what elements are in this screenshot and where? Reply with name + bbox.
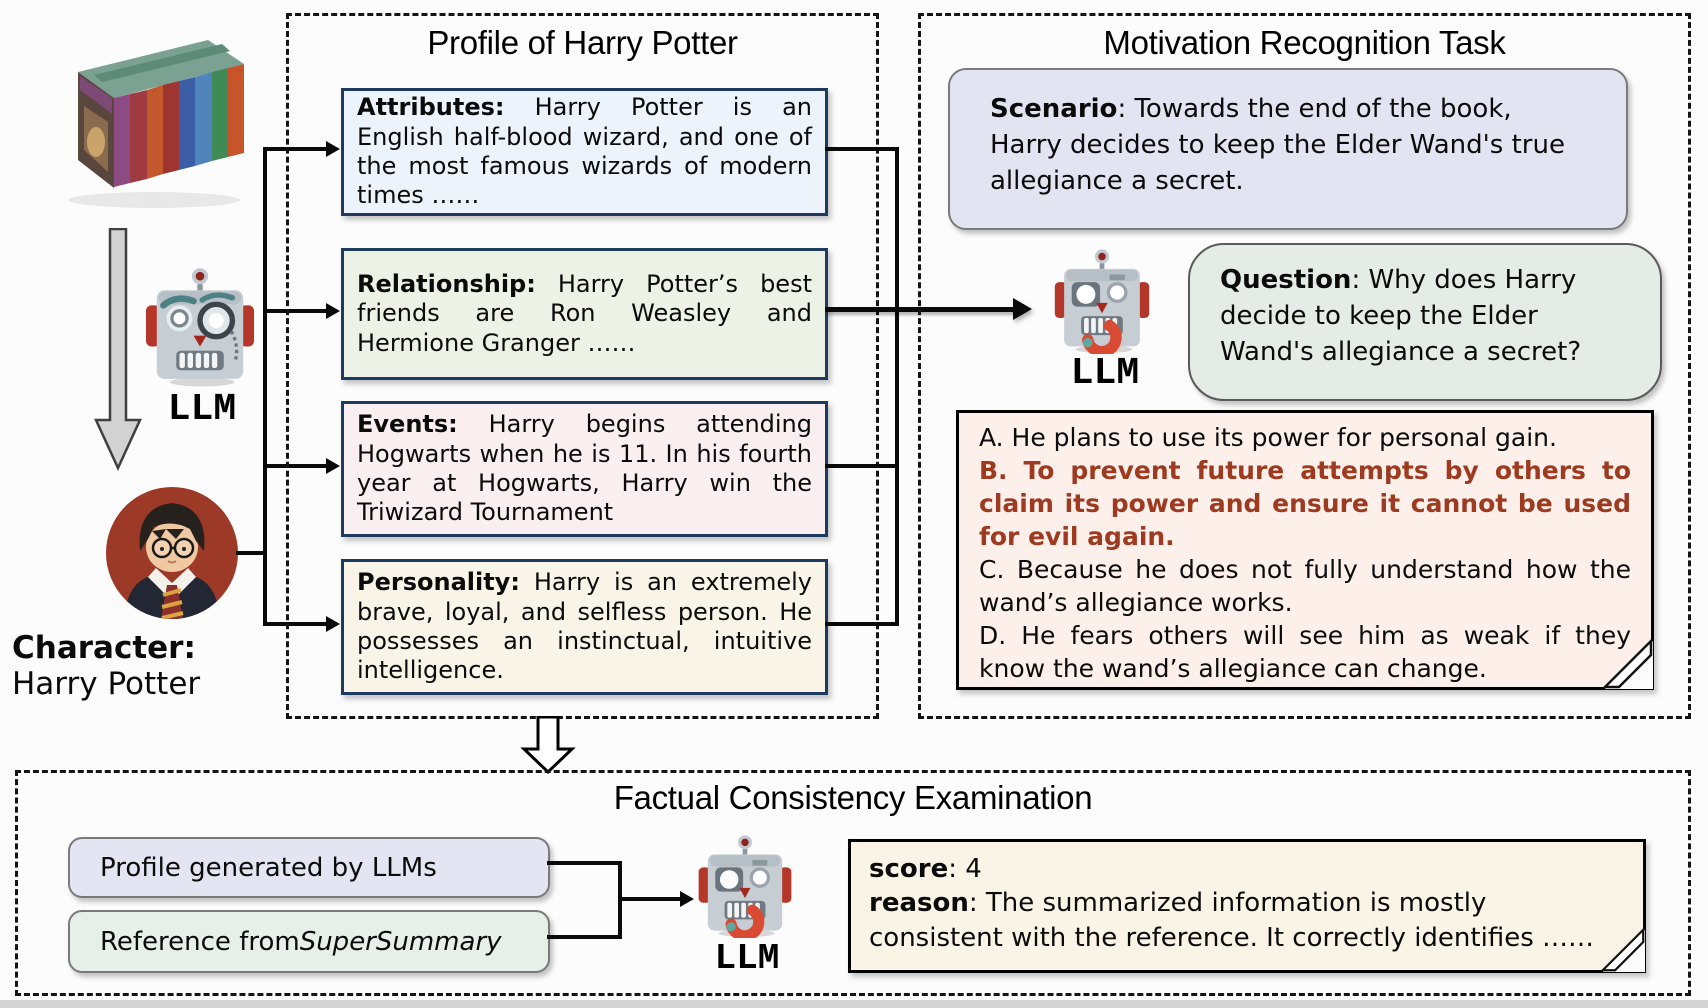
option-d: D. He fears others will see him as weak … (979, 621, 1631, 683)
connector-attributes-out (825, 147, 899, 151)
reason-label: reason (869, 888, 969, 919)
profile-panel: Profile of Harry Potter Attributes: Harr… (286, 13, 879, 719)
question-bubble: Question: Why does Harry decide to keep … (1188, 243, 1662, 401)
input-box-profile-text: Profile generated by LLMs (100, 852, 437, 883)
down-arrow-books-to-character (88, 227, 148, 472)
book-box-set-image (50, 20, 260, 220)
character-caption: Character: Harry Potter (12, 630, 200, 703)
connector-reference-input (547, 935, 622, 939)
connector-profile-input (547, 861, 622, 865)
arrowhead-relationship (326, 303, 340, 319)
reason-line: reason: The summarized information is mo… (869, 886, 1625, 955)
personality-text: Harry is an extremely brave, loyal, and … (357, 568, 812, 685)
attributes-text: Harry Potter is an English half-blood wi… (357, 93, 812, 210)
arrowhead-attributes (326, 141, 340, 157)
personality-label: Personality: (357, 568, 520, 597)
reason-text: : The summarized information is mostly c… (869, 888, 1595, 953)
answer-options-box: A. He plans to use its power for persona… (956, 410, 1654, 690)
score-line: score: 4 (869, 852, 1625, 886)
reference-source-name: SuperSummary (299, 926, 502, 957)
input-box-profile: Profile generated by LLMs (68, 837, 550, 898)
arrowhead-profile-to-llm (1013, 298, 1032, 320)
factual-panel: Factual Consistency Examination Profile … (15, 770, 1691, 996)
connector-right-bus (895, 147, 899, 626)
profile-panel-title: Profile of Harry Potter (427, 24, 738, 61)
llm-robot-icon-judge (698, 834, 792, 938)
attributes-label: Attributes: (357, 93, 505, 122)
character-caption-label: Character: (12, 630, 196, 666)
question-text: : Why does Harry decide to keep the Elde… (1220, 265, 1582, 367)
character-avatar (104, 485, 240, 621)
connector-to-relationship (263, 309, 326, 313)
llm-label-judge: LLM (714, 938, 780, 979)
arrowhead-judge-llm (680, 891, 694, 907)
llm-label-generator: LLM (167, 388, 237, 431)
motivation-panel: Motivation Recognition Task (918, 13, 1691, 719)
arrowhead-personality (326, 616, 340, 632)
llm-robot-icon-question (1054, 248, 1150, 354)
score-value: : 4 (948, 854, 982, 884)
connector-to-events (263, 464, 326, 468)
profile-box-relationship: Relationship: Harry Potter’s best friend… (341, 248, 828, 380)
motivation-panel-title: Motivation Recognition Task (1103, 24, 1506, 61)
arrowhead-events (326, 458, 340, 474)
profile-box-personality: Personality: Harry is an extremely brave… (341, 559, 828, 695)
relationship-text: Harry Potter’s best friends are Ron Weas… (357, 270, 812, 357)
events-label: Events: (357, 410, 458, 439)
scenario-text: : Towards the end of the book, Harry dec… (990, 94, 1565, 196)
connector-avatar-to-bus (236, 551, 265, 555)
profile-box-attributes: Attributes: Harry Potter is an English h… (341, 88, 828, 216)
scenario-box: Scenario: Towards the end of the book, H… (948, 68, 1628, 230)
question-label: Question (1220, 265, 1352, 295)
option-c: C. Because he does not fully understand … (979, 555, 1631, 617)
profile-box-events: Events: Harry begins attending Hogwarts … (341, 401, 828, 537)
input-box-reference: Reference from SuperSummary (68, 910, 550, 973)
score-label: score (869, 854, 949, 884)
down-arrow-profile-to-examination (520, 715, 576, 775)
connector-to-judge-llm (618, 897, 682, 901)
option-a: A. He plans to use its power for persona… (979, 423, 1557, 452)
relationship-label: Relationship: (357, 270, 536, 299)
score-result-box: score: 4 reason: The summarized informat… (848, 839, 1646, 973)
character-caption-name: Harry Potter (12, 666, 201, 703)
connector-to-personality (263, 622, 326, 626)
connector-events-out (825, 464, 899, 468)
connector-left-bus (263, 147, 267, 626)
connector-personality-out (825, 622, 899, 626)
page-curl-icon (1603, 639, 1653, 689)
connector-to-attributes (263, 147, 326, 151)
llm-label-question: LLM (1070, 352, 1140, 395)
page-curl-icon (1601, 928, 1645, 972)
bottom-edge-strip (0, 1000, 1708, 1008)
option-b-correct: B. To prevent future attempts by others … (979, 456, 1631, 551)
scenario-label: Scenario (990, 94, 1118, 124)
factual-panel-title: Factual Consistency Examination (613, 779, 1093, 816)
llm-robot-icon-generator (146, 266, 254, 388)
events-text: Harry begins attending Hogwarts when he … (357, 410, 812, 527)
input-box-reference-text: Reference from (100, 926, 300, 957)
